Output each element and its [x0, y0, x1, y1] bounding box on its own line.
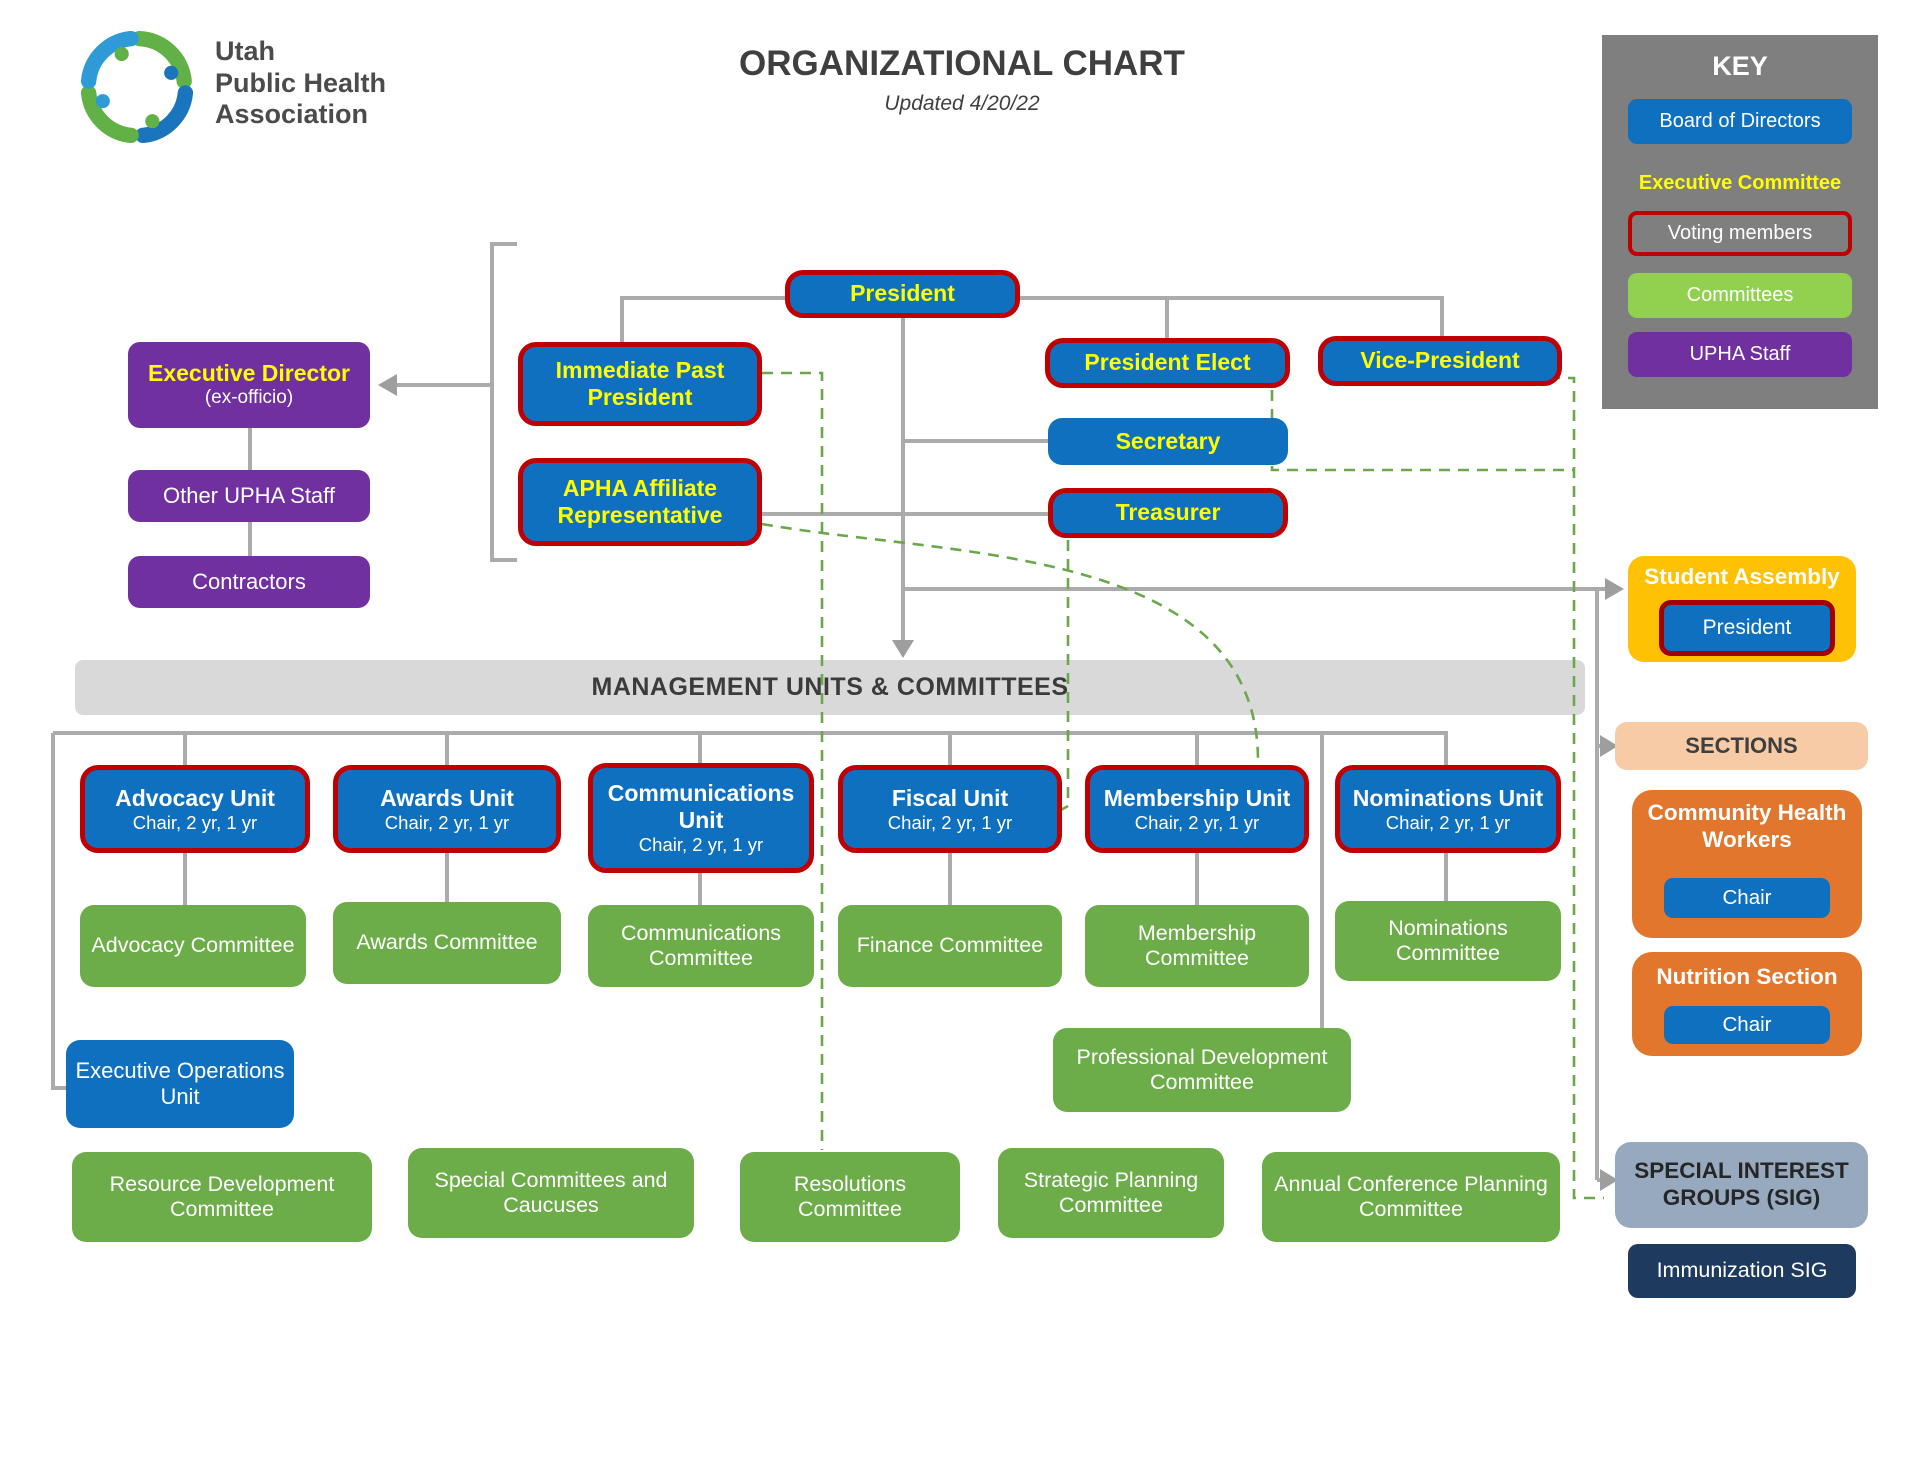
- dashed-ipp-resolutions: [762, 371, 824, 1150]
- page-subtitle: Updated 4/20/22: [884, 92, 1040, 115]
- sections-header-box: SECTIONS: [1615, 722, 1868, 770]
- membership-unit-box: Membership Unit Chair, 2 yr, 1 yr: [1085, 765, 1309, 853]
- executive-director-subtitle: (ex-officio): [204, 387, 294, 409]
- membership-unit-title: Membership Unit: [1103, 784, 1291, 811]
- executive-director-title: Executive Director: [148, 360, 350, 387]
- key-executive-committee: Executive Committee: [1638, 172, 1842, 194]
- contractors-box: Contractors: [128, 556, 370, 608]
- dashed-president-elect-link: [1270, 390, 1574, 472]
- apha-affiliate-representative-box: APHA Affiliate Representative: [518, 458, 762, 546]
- treasurer-box: Treasurer: [1048, 488, 1288, 538]
- rail-unit-stubs: [183, 733, 1448, 765]
- communications-unit-title: Communications Unit: [607, 779, 795, 834]
- immediate-past-president-box: Immediate Past President: [518, 342, 762, 426]
- finance-committee-box: Finance Committee: [838, 905, 1062, 987]
- community-health-workers-chair-box: Chair: [1664, 878, 1830, 918]
- special-interest-groups-box: SPECIAL INTEREST GROUPS (SIG): [1615, 1142, 1868, 1228]
- key-voting-members: Voting members: [1628, 211, 1852, 256]
- awards-committee-box: Awards Committee: [333, 902, 561, 984]
- fiscal-unit-box: Fiscal Unit Chair, 2 yr, 1 yr: [838, 765, 1062, 853]
- president-elect-box: President Elect: [1045, 338, 1290, 388]
- communications-committee-box: Communications Committee: [588, 905, 814, 987]
- key-board-of-directors: Board of Directors: [1628, 99, 1852, 144]
- upha-logo-icon: [72, 28, 202, 146]
- key-panel: KEY Board of Directors Executive Committ…: [1602, 35, 1878, 409]
- arrowhead-exec-director: [378, 374, 397, 396]
- communications-unit-subtitle: Chair, 2 yr, 1 yr: [638, 834, 764, 856]
- student-assembly-box: Student Assembly President: [1628, 556, 1856, 662]
- executive-operations-unit-box: Executive Operations Unit: [66, 1040, 294, 1128]
- strategic-planning-committee-box: Strategic Planning Committee: [998, 1148, 1224, 1238]
- fiscal-unit-title: Fiscal Unit: [891, 784, 1009, 811]
- key-committees: Committees: [1628, 273, 1852, 318]
- wire-president-ipp: [620, 296, 785, 342]
- membership-committee-box: Membership Committee: [1085, 905, 1309, 987]
- membership-unit-subtitle: Chair, 2 yr, 1 yr: [1134, 811, 1260, 833]
- nominations-committee-box: Nominations Committee: [1335, 901, 1561, 981]
- special-committees-caucuses-box: Special Committees and Caucuses: [408, 1148, 694, 1238]
- wire-president-vp: [1020, 296, 1444, 336]
- community-health-workers-title: Community Health Workers: [1647, 800, 1847, 852]
- community-health-workers-box: Community Health Workers Chair: [1632, 790, 1862, 938]
- other-upha-staff-box: Other UPHA Staff: [128, 470, 370, 522]
- resource-development-committee-box: Resource Development Committee: [72, 1152, 372, 1242]
- rail-to-exec-ops: [51, 733, 66, 1090]
- logo-line-2: Public Health: [215, 67, 387, 98]
- advocacy-committee-box: Advocacy Committee: [80, 905, 306, 987]
- nutrition-section-title: Nutrition Section: [1656, 964, 1838, 989]
- arrowhead-student-assembly: [1605, 578, 1624, 600]
- resolutions-committee-box: Resolutions Committee: [740, 1152, 960, 1242]
- advocacy-unit-subtitle: Chair, 2 yr, 1 yr: [132, 811, 258, 833]
- communications-unit-box: Communications Unit Chair, 2 yr, 1 yr: [588, 763, 814, 873]
- fiscal-unit-subtitle: Chair, 2 yr, 1 yr: [887, 811, 1013, 833]
- student-assembly-president-box: President: [1659, 600, 1835, 656]
- logo-line-1: Utah: [215, 36, 275, 66]
- dashed-apha-membership: [761, 522, 1260, 762]
- exec-bracket: [490, 242, 517, 562]
- advocacy-unit-title: Advocacy Unit: [115, 784, 275, 811]
- key-upha-staff: UPHA Staff: [1628, 332, 1852, 377]
- arrowhead-management-bar: [892, 640, 914, 658]
- awards-unit-subtitle: Chair, 2 yr, 1 yr: [384, 811, 510, 833]
- executive-director-box: Executive Director (ex-officio): [128, 342, 370, 428]
- professional-development-committee-box: Professional Development Committee: [1053, 1028, 1351, 1112]
- page-title: ORGANIZATIONAL CHART: [739, 44, 1185, 83]
- secretary-box: Secretary: [1048, 418, 1288, 465]
- awards-unit-title: Awards Unit: [380, 784, 514, 811]
- key-title: KEY: [1712, 51, 1768, 81]
- nominations-unit-title: Nominations Unit: [1352, 784, 1544, 811]
- nominations-unit-subtitle: Chair, 2 yr, 1 yr: [1385, 811, 1511, 833]
- annual-conference-planning-committee-box: Annual Conference Planning Committee: [1262, 1152, 1560, 1242]
- nutrition-section-chair-box: Chair: [1664, 1006, 1830, 1044]
- logo-wordmark: Utah Public Health Association: [215, 36, 386, 131]
- immunization-sig-box: Immunization SIG: [1628, 1244, 1856, 1298]
- advocacy-unit-box: Advocacy Unit Chair, 2 yr, 1 yr: [80, 765, 310, 853]
- logo-line-3: Association: [215, 99, 369, 130]
- unit-committee-stubs: [183, 851, 1448, 905]
- management-units-bar: MANAGEMENT UNITS & COMMITTEES: [75, 660, 1585, 715]
- vice-president-box: Vice-President: [1318, 336, 1562, 386]
- student-assembly-title: Student Assembly: [1644, 564, 1840, 589]
- nominations-unit-box: Nominations Unit Chair, 2 yr, 1 yr: [1335, 765, 1561, 853]
- nutrition-section-box: Nutrition Section Chair: [1632, 952, 1862, 1056]
- president-box: President: [785, 270, 1020, 318]
- awards-unit-box: Awards Unit Chair, 2 yr, 1 yr: [333, 765, 561, 853]
